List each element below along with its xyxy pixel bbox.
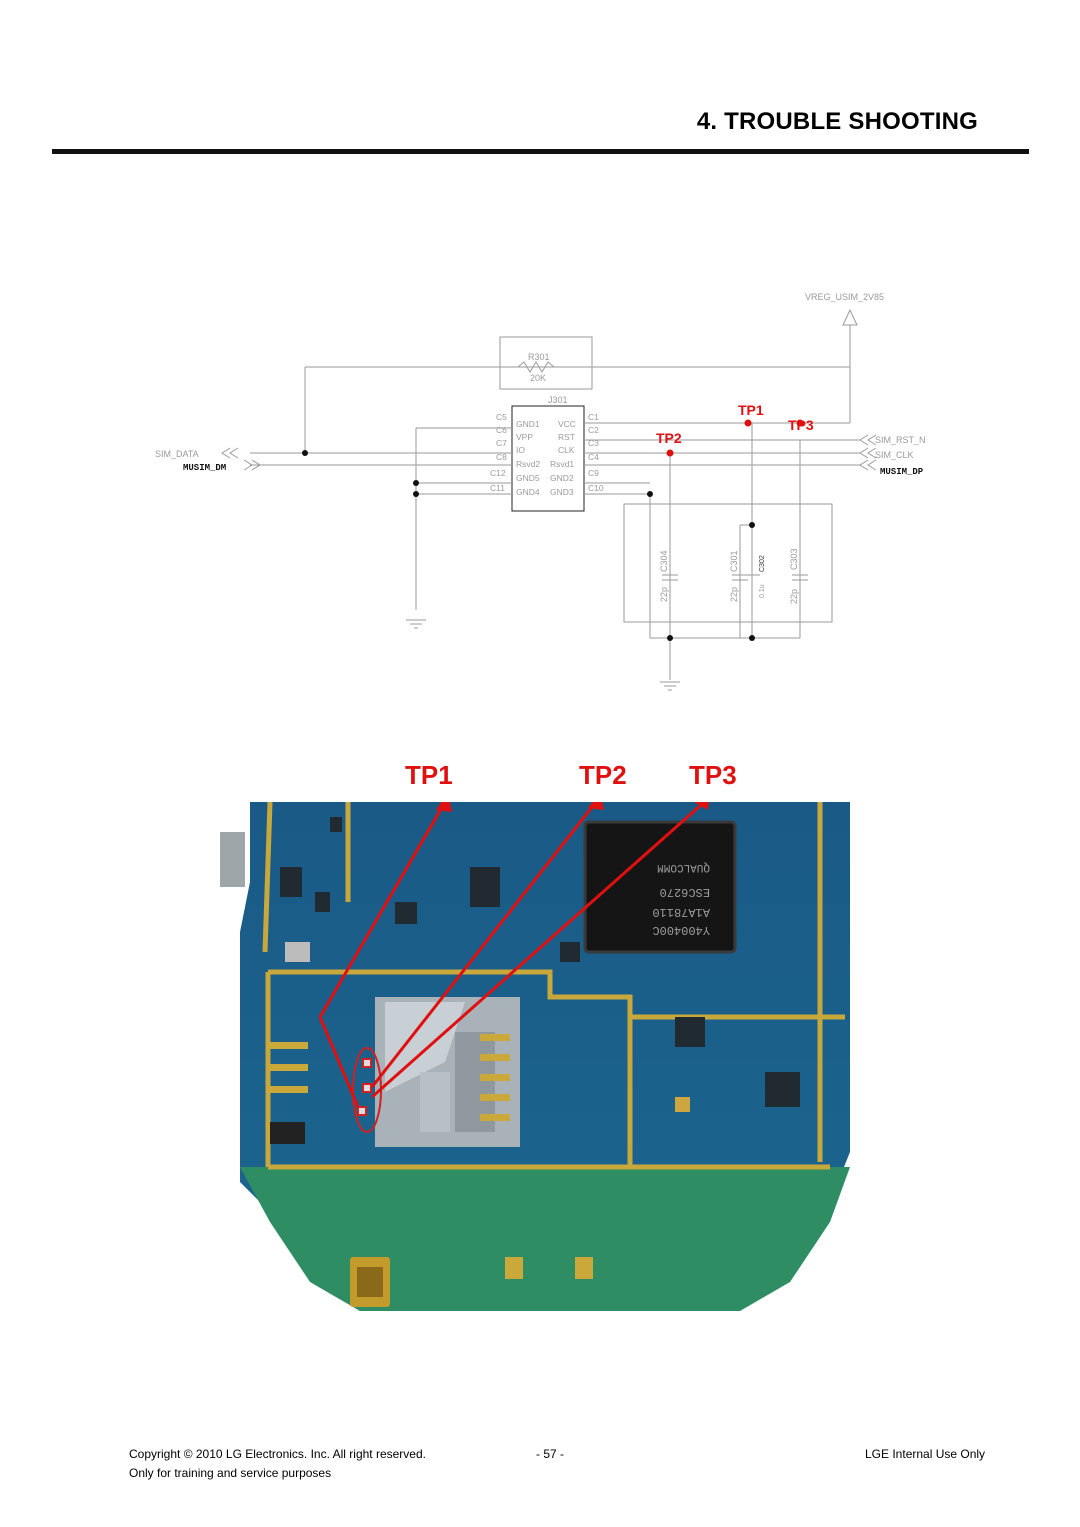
board-tp2-label: TP2 [579, 760, 627, 790]
page-title: 4. TROUBLE SHOOTING [696, 108, 978, 135]
pin-c4: C4 [588, 452, 599, 462]
inner-gnd5: GND5 [516, 473, 540, 483]
r301-ref: R301 [528, 352, 550, 362]
inner-rsvd2: Rsvd2 [516, 459, 540, 469]
pin-c9: C9 [588, 468, 599, 478]
chip-marking-3: ESC6270 [660, 885, 710, 899]
pin-c2: C2 [588, 425, 599, 435]
chip-marking-1: Y400400C [652, 923, 710, 937]
pin-c12: C12 [490, 468, 506, 478]
footer-copyright: Copyright © 2010 LG Electronics. Inc. Al… [129, 1447, 426, 1461]
r301-value: 20K [530, 373, 546, 383]
inner-clk: CLK [558, 445, 575, 455]
sim-schematic: VREG_USIM_2V85 R301 20K J301 SIM_DATA SI… [155, 292, 926, 691]
schematic-tp3-label: TP3 [788, 417, 814, 433]
cap-c304-ref: C304 [659, 550, 669, 572]
inner-gnd3: GND3 [550, 487, 574, 497]
footer-internal: LGE Internal Use Only [865, 1447, 986, 1461]
cap-c301-ref: C301 [729, 550, 739, 572]
pin-c7: C7 [496, 438, 507, 448]
net-musim-dp: MUSIM_DP [880, 467, 924, 477]
pin-c10: C10 [588, 483, 604, 493]
inner-rst: RST [558, 432, 575, 442]
inner-gnd4: GND4 [516, 487, 540, 497]
net-sim-rst: SIM_RST_N [875, 435, 926, 445]
inner-io: IO [516, 445, 525, 455]
schematic-tp2-label: TP2 [656, 430, 682, 446]
pin-c6: C6 [496, 425, 507, 435]
net-sim-clk: SIM_CLK [875, 450, 914, 460]
inner-gnd2: GND2 [550, 473, 574, 483]
cap-c303-val: 22p [789, 589, 799, 604]
page-number: - 57 - [536, 1447, 565, 1461]
inner-gnd1: GND1 [516, 419, 540, 429]
inner-vpp: VPP [516, 432, 533, 442]
pcb-board-photo: Y400400C A1A78110 ESC6270 QUALCOMM [220, 802, 862, 1311]
pin-c8: C8 [496, 452, 507, 462]
cap-c303-ref: C303 [789, 548, 799, 570]
title-rule [52, 149, 1029, 154]
pin-c11: C11 [490, 483, 505, 493]
footer-purpose: Only for training and service purposes [129, 1466, 332, 1480]
cap-c301-val: 22p [729, 587, 739, 602]
board-tp3-label: TP3 [689, 760, 737, 790]
cap-c302-ref: C302 [759, 555, 766, 572]
chip-marking-2: A1A78110 [652, 905, 710, 919]
inner-rsvd1: Rsvd1 [550, 459, 574, 469]
net-vreg-label: VREG_USIM_2V85 [805, 292, 884, 302]
pin-c1: C1 [588, 412, 599, 422]
board-tp1-label: TP1 [405, 760, 453, 790]
j301-ref: J301 [548, 395, 568, 405]
inner-vcc: VCC [558, 419, 576, 429]
chip-brand: QUALCOMM [657, 861, 710, 873]
net-musim-dm: MUSIM_DM [183, 463, 226, 473]
pin-c5: C5 [496, 412, 507, 422]
schematic-tp1-label: TP1 [738, 402, 764, 418]
net-sim-data: SIM_DATA [155, 449, 199, 459]
pin-c3: C3 [588, 438, 599, 448]
cap-c302-val: 0.1u [759, 584, 766, 598]
cap-c304-val: 22p [659, 587, 669, 602]
